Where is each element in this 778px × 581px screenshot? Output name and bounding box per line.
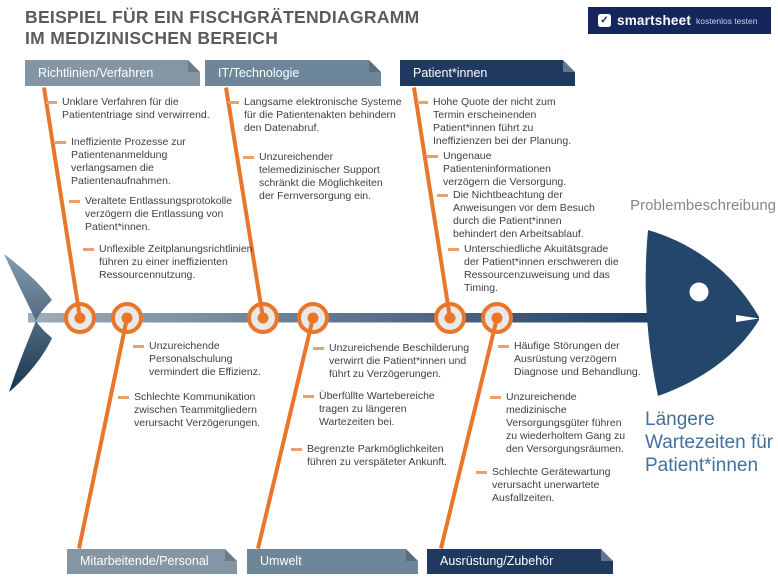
dash-connector xyxy=(291,448,302,451)
dash-connector xyxy=(427,155,438,158)
dash-connector xyxy=(118,396,129,399)
bone-junction xyxy=(64,302,96,334)
junction-dot xyxy=(307,312,319,324)
fish-tail xyxy=(4,254,52,392)
bone-junction xyxy=(434,302,466,334)
cause-text: Unzureichende medizinische Versorgungsgü… xyxy=(506,391,626,456)
cause-item: Unzureichender telemedizinischer Support… xyxy=(243,151,400,203)
cause-text: Begrenzte Parkmöglichkeiten führen zu ve… xyxy=(307,443,448,469)
smartsheet-brand-label: smartsheet xyxy=(617,13,692,28)
cause-item: Langsame elektronische Systeme für die P… xyxy=(228,96,410,135)
category-tab-patientinnen: Patient*innen xyxy=(400,60,575,86)
junction-dot xyxy=(257,312,269,324)
cause-text: Unzureichender telemedizinischer Support… xyxy=(259,151,383,203)
cause-item: Unzureichende Beschilderung verwirrt die… xyxy=(313,342,485,381)
category-tab-umwelt: Umwelt xyxy=(247,549,418,574)
category-tab-it-technologie: IT/Technologie xyxy=(205,60,381,86)
cause-text: Veraltete Entlassungsprotokolle verzöger… xyxy=(85,195,233,234)
category-label: Mitarbeitende/Personal xyxy=(80,554,209,568)
cause-text: Unflexible Zeitplanungsrichtlinien führe… xyxy=(99,243,253,282)
smartsheet-check-icon: ✓ xyxy=(598,14,611,27)
cause-text: Überfüllte Wartebereiche tragen zu länge… xyxy=(319,390,435,429)
category-label: Ausrüstung/Zubehör xyxy=(440,554,554,568)
cause-text: Unterschiedliche Akuitätsgrade der Patie… xyxy=(464,243,619,295)
cause-item: Unflexible Zeitplanungsrichtlinien führe… xyxy=(83,243,272,282)
cause-item: Unterschiedliche Akuitätsgrade der Patie… xyxy=(448,243,623,295)
category-label: Richtlinien/Verfahren xyxy=(38,66,154,80)
category-tab-ausruestung-zubehoer: Ausrüstung/Zubehör xyxy=(427,549,613,574)
category-label: IT/Technologie xyxy=(218,66,300,80)
bone-junction xyxy=(297,302,329,334)
cause-item: Veraltete Entlassungsprotokolle verzöger… xyxy=(69,195,251,234)
cause-item: Überfüllte Wartebereiche tragen zu länge… xyxy=(303,390,448,429)
cause-item: Ungenaue Patienteninformationen verzöger… xyxy=(427,150,579,189)
cause-text: Unzureichende Beschilderung verwirrt die… xyxy=(329,342,470,381)
page-title-line2: IM MEDIZINISCHEN BEREICH xyxy=(25,28,279,48)
problem-description-label: Problembeschreibung xyxy=(630,197,776,214)
fish-head xyxy=(645,230,759,396)
effect-statement: Längere Wartezeiten für Patient*innen xyxy=(645,409,774,477)
dash-connector xyxy=(498,345,509,348)
cause-item: Hohe Quote der nicht zum Termin erschein… xyxy=(417,96,584,148)
category-tab-richtlinien-verfahren: Richtlinien/Verfahren xyxy=(25,60,200,86)
cause-text: Ungenaue Patienteninformationen verzöger… xyxy=(443,150,567,189)
cause-text: Schlechte Gerätewartung verursacht unerw… xyxy=(492,466,611,505)
cause-text: Unklare Verfahren für die Patiententriag… xyxy=(62,96,210,122)
junction-dot xyxy=(444,312,456,324)
cause-text: Häufige Störungen der Ausrüstung verzöge… xyxy=(514,340,641,379)
dash-connector xyxy=(83,248,94,251)
smartsheet-badge[interactable]: ✓ smartsheet kostenlos testen xyxy=(588,7,771,34)
category-label: Patient*innen xyxy=(413,66,488,80)
fish-eye xyxy=(689,282,709,302)
cause-item: Unzureichende medizinische Versorgungsgü… xyxy=(490,391,632,456)
cause-item: Ineffiziente Prozesse zur Patientenanmel… xyxy=(55,136,207,188)
category-label: Umwelt xyxy=(260,554,302,568)
cause-item: Schlechte Kommunikation zwischen Teammit… xyxy=(118,391,270,430)
junction-dot xyxy=(491,312,503,324)
page-title: BEISPIEL FÜR EIN FISCHGRÄTENDIAGRAMM IM … xyxy=(25,7,505,49)
dash-connector xyxy=(46,101,57,104)
dash-connector xyxy=(417,101,428,104)
dash-connector xyxy=(476,471,487,474)
cause-item: Unzureichende Personalschulung verminder… xyxy=(133,340,280,379)
cause-text: Langsame elektronische Systeme für die P… xyxy=(244,96,402,135)
dash-connector xyxy=(303,395,314,398)
dash-connector xyxy=(243,156,254,159)
cause-item: Schlechte Gerätewartung verursacht unerw… xyxy=(476,466,618,505)
dash-connector xyxy=(133,345,144,348)
bone-line xyxy=(77,317,129,549)
cause-item: Unklare Verfahren für die Patiententriag… xyxy=(46,96,223,122)
fish-mouth xyxy=(736,315,759,322)
cause-item: Begrenzte Parkmöglichkeiten führen zu ve… xyxy=(291,443,463,469)
junction-dots xyxy=(74,312,503,324)
fish-spine xyxy=(28,313,663,323)
dash-connector xyxy=(313,347,324,350)
dash-connector xyxy=(69,200,80,203)
dash-connector xyxy=(437,194,448,197)
smartsheet-cta-label[interactable]: kostenlos testen xyxy=(696,15,758,26)
bone-junction xyxy=(247,302,279,334)
category-tab-mitarbeitende-personal: Mitarbeitende/Personal xyxy=(67,549,237,574)
cause-text: Ineffiziente Prozesse zur Patientenanmel… xyxy=(71,136,186,188)
dash-connector xyxy=(55,141,66,144)
bone-junction xyxy=(111,302,143,334)
dash-connector xyxy=(448,248,459,251)
cause-text: Hohe Quote der nicht zum Termin erschein… xyxy=(433,96,572,148)
cause-text: Schlechte Kommunikation zwischen Teammit… xyxy=(134,391,261,430)
cause-item: Häufige Störungen der Ausrüstung verzöge… xyxy=(498,340,645,379)
bone-junctions xyxy=(64,302,513,334)
dash-connector xyxy=(228,101,239,104)
cause-text: Die Nichtbeachtung der Anweisungen vor d… xyxy=(453,189,595,241)
junction-dot xyxy=(74,312,86,324)
junction-dot xyxy=(121,312,133,324)
bone-junction xyxy=(481,302,513,334)
page-title-line1: BEISPIEL FÜR EIN FISCHGRÄTENDIAGRAMM xyxy=(25,7,420,27)
dash-connector xyxy=(490,396,501,399)
cause-item: Die Nichtbeachtung der Anweisungen vor d… xyxy=(437,189,606,241)
cause-text: Unzureichende Personalschulung verminder… xyxy=(149,340,261,379)
